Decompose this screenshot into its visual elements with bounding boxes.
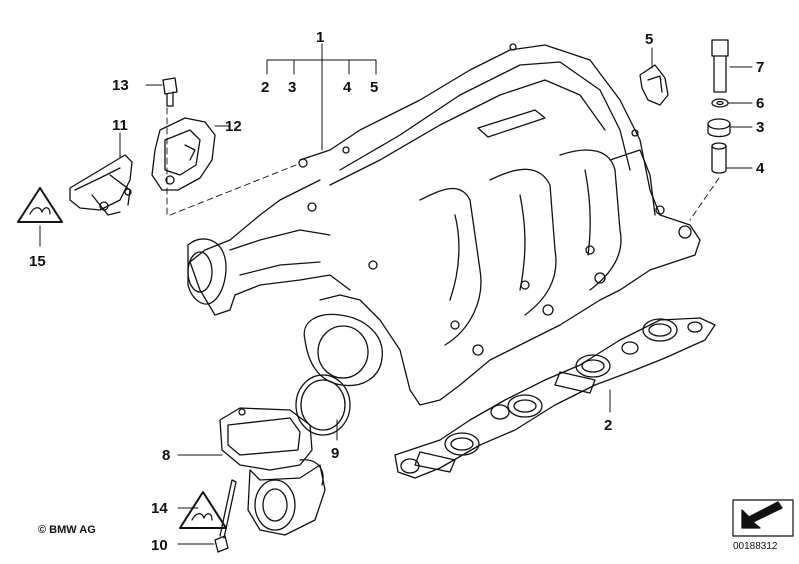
label-13: 13 bbox=[112, 77, 129, 94]
part-labels: 1 2 3 4 5 5 7 6 3 4 13 11 12 15 2 8 9 14… bbox=[29, 29, 765, 554]
label-11: 11 bbox=[112, 117, 128, 134]
bolt-10 bbox=[214, 479, 237, 553]
label-12: 12 bbox=[225, 118, 242, 135]
dashed-lines bbox=[166, 107, 720, 221]
grommet bbox=[707, 118, 731, 138]
label-10: 10 bbox=[151, 537, 168, 554]
label-3-top: 3 bbox=[288, 79, 296, 96]
label-4-sleeve: 4 bbox=[756, 160, 765, 177]
label-3-grommet: 3 bbox=[756, 119, 764, 136]
bolt-13 bbox=[162, 77, 178, 107]
label-6: 6 bbox=[756, 95, 764, 112]
warning-triangle-15 bbox=[17, 187, 63, 223]
label-8: 8 bbox=[162, 447, 170, 464]
label-14: 14 bbox=[151, 500, 168, 517]
copyright: © BMW AG bbox=[38, 524, 96, 536]
bolt-7 bbox=[711, 39, 729, 93]
warning-triangle-14 bbox=[179, 491, 227, 529]
arrow-icon bbox=[732, 499, 794, 537]
document-id: 00188312 bbox=[733, 541, 778, 552]
label-5-clip: 5 bbox=[645, 31, 653, 48]
leader-lines bbox=[39, 43, 753, 545]
label-7: 7 bbox=[756, 59, 764, 76]
o-ring bbox=[295, 374, 351, 436]
label-1: 1 bbox=[316, 29, 324, 46]
washer bbox=[711, 98, 729, 108]
label-2-gasket: 2 bbox=[604, 417, 612, 434]
label-2-top: 2 bbox=[261, 79, 269, 96]
pressure-sensor bbox=[69, 154, 133, 216]
sleeve bbox=[711, 142, 727, 174]
label-4-top: 4 bbox=[343, 79, 352, 96]
label-15: 15 bbox=[29, 253, 46, 270]
intake-manifold bbox=[187, 43, 701, 406]
label-9: 9 bbox=[331, 445, 339, 462]
gasket-set bbox=[394, 317, 716, 479]
clip bbox=[639, 64, 669, 106]
bracket-sensor bbox=[151, 117, 216, 191]
throttle-housing bbox=[219, 407, 326, 536]
label-5-top: 5 bbox=[370, 79, 378, 96]
